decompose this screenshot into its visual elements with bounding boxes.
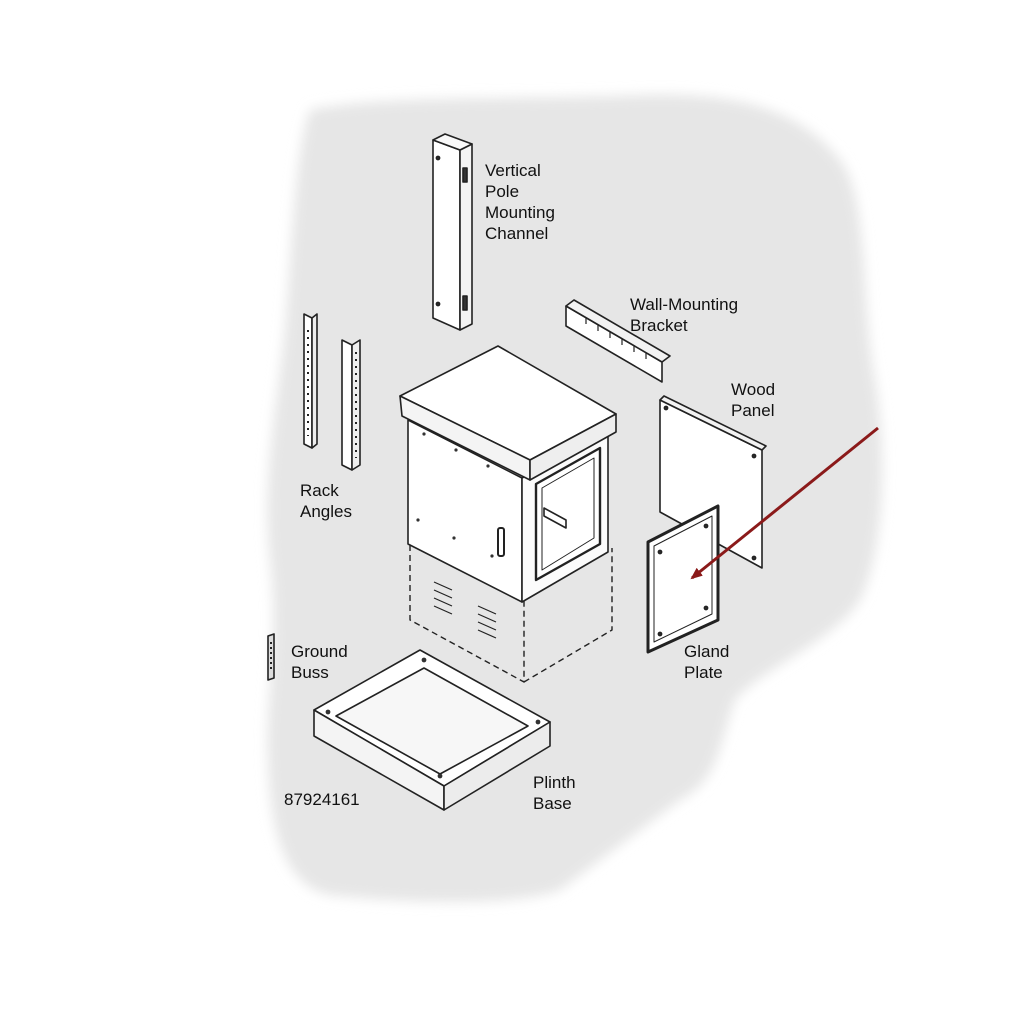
rack-angle-left — [303, 313, 318, 449]
rack-angle-right — [341, 339, 361, 471]
pointer-arrow — [690, 426, 879, 580]
label-ground-buss: Ground Buss — [291, 642, 352, 682]
label-wall-bracket: Wall-Mounting Bracket — [630, 295, 743, 335]
label-rack-angles: Rack Angles — [300, 481, 352, 521]
cabinet-louvers — [433, 581, 497, 639]
cabinet — [399, 345, 617, 683]
wall-mounting-bracket — [565, 299, 671, 383]
label-wood-panel: Wood Panel — [731, 380, 780, 420]
cabinet-lower-dashed — [409, 545, 613, 683]
label-plinth-base: Plinth Base — [533, 773, 580, 813]
plinth-base — [313, 649, 551, 811]
vertical-pole-channel — [432, 133, 473, 331]
part-number: 87924161 — [284, 790, 360, 809]
label-vertical-pole: Vertical Pole Mounting Channel — [485, 161, 560, 243]
ground-buss — [267, 633, 275, 681]
gland-plate — [646, 504, 720, 654]
label-gland-plate: Gland Plate — [684, 642, 734, 682]
